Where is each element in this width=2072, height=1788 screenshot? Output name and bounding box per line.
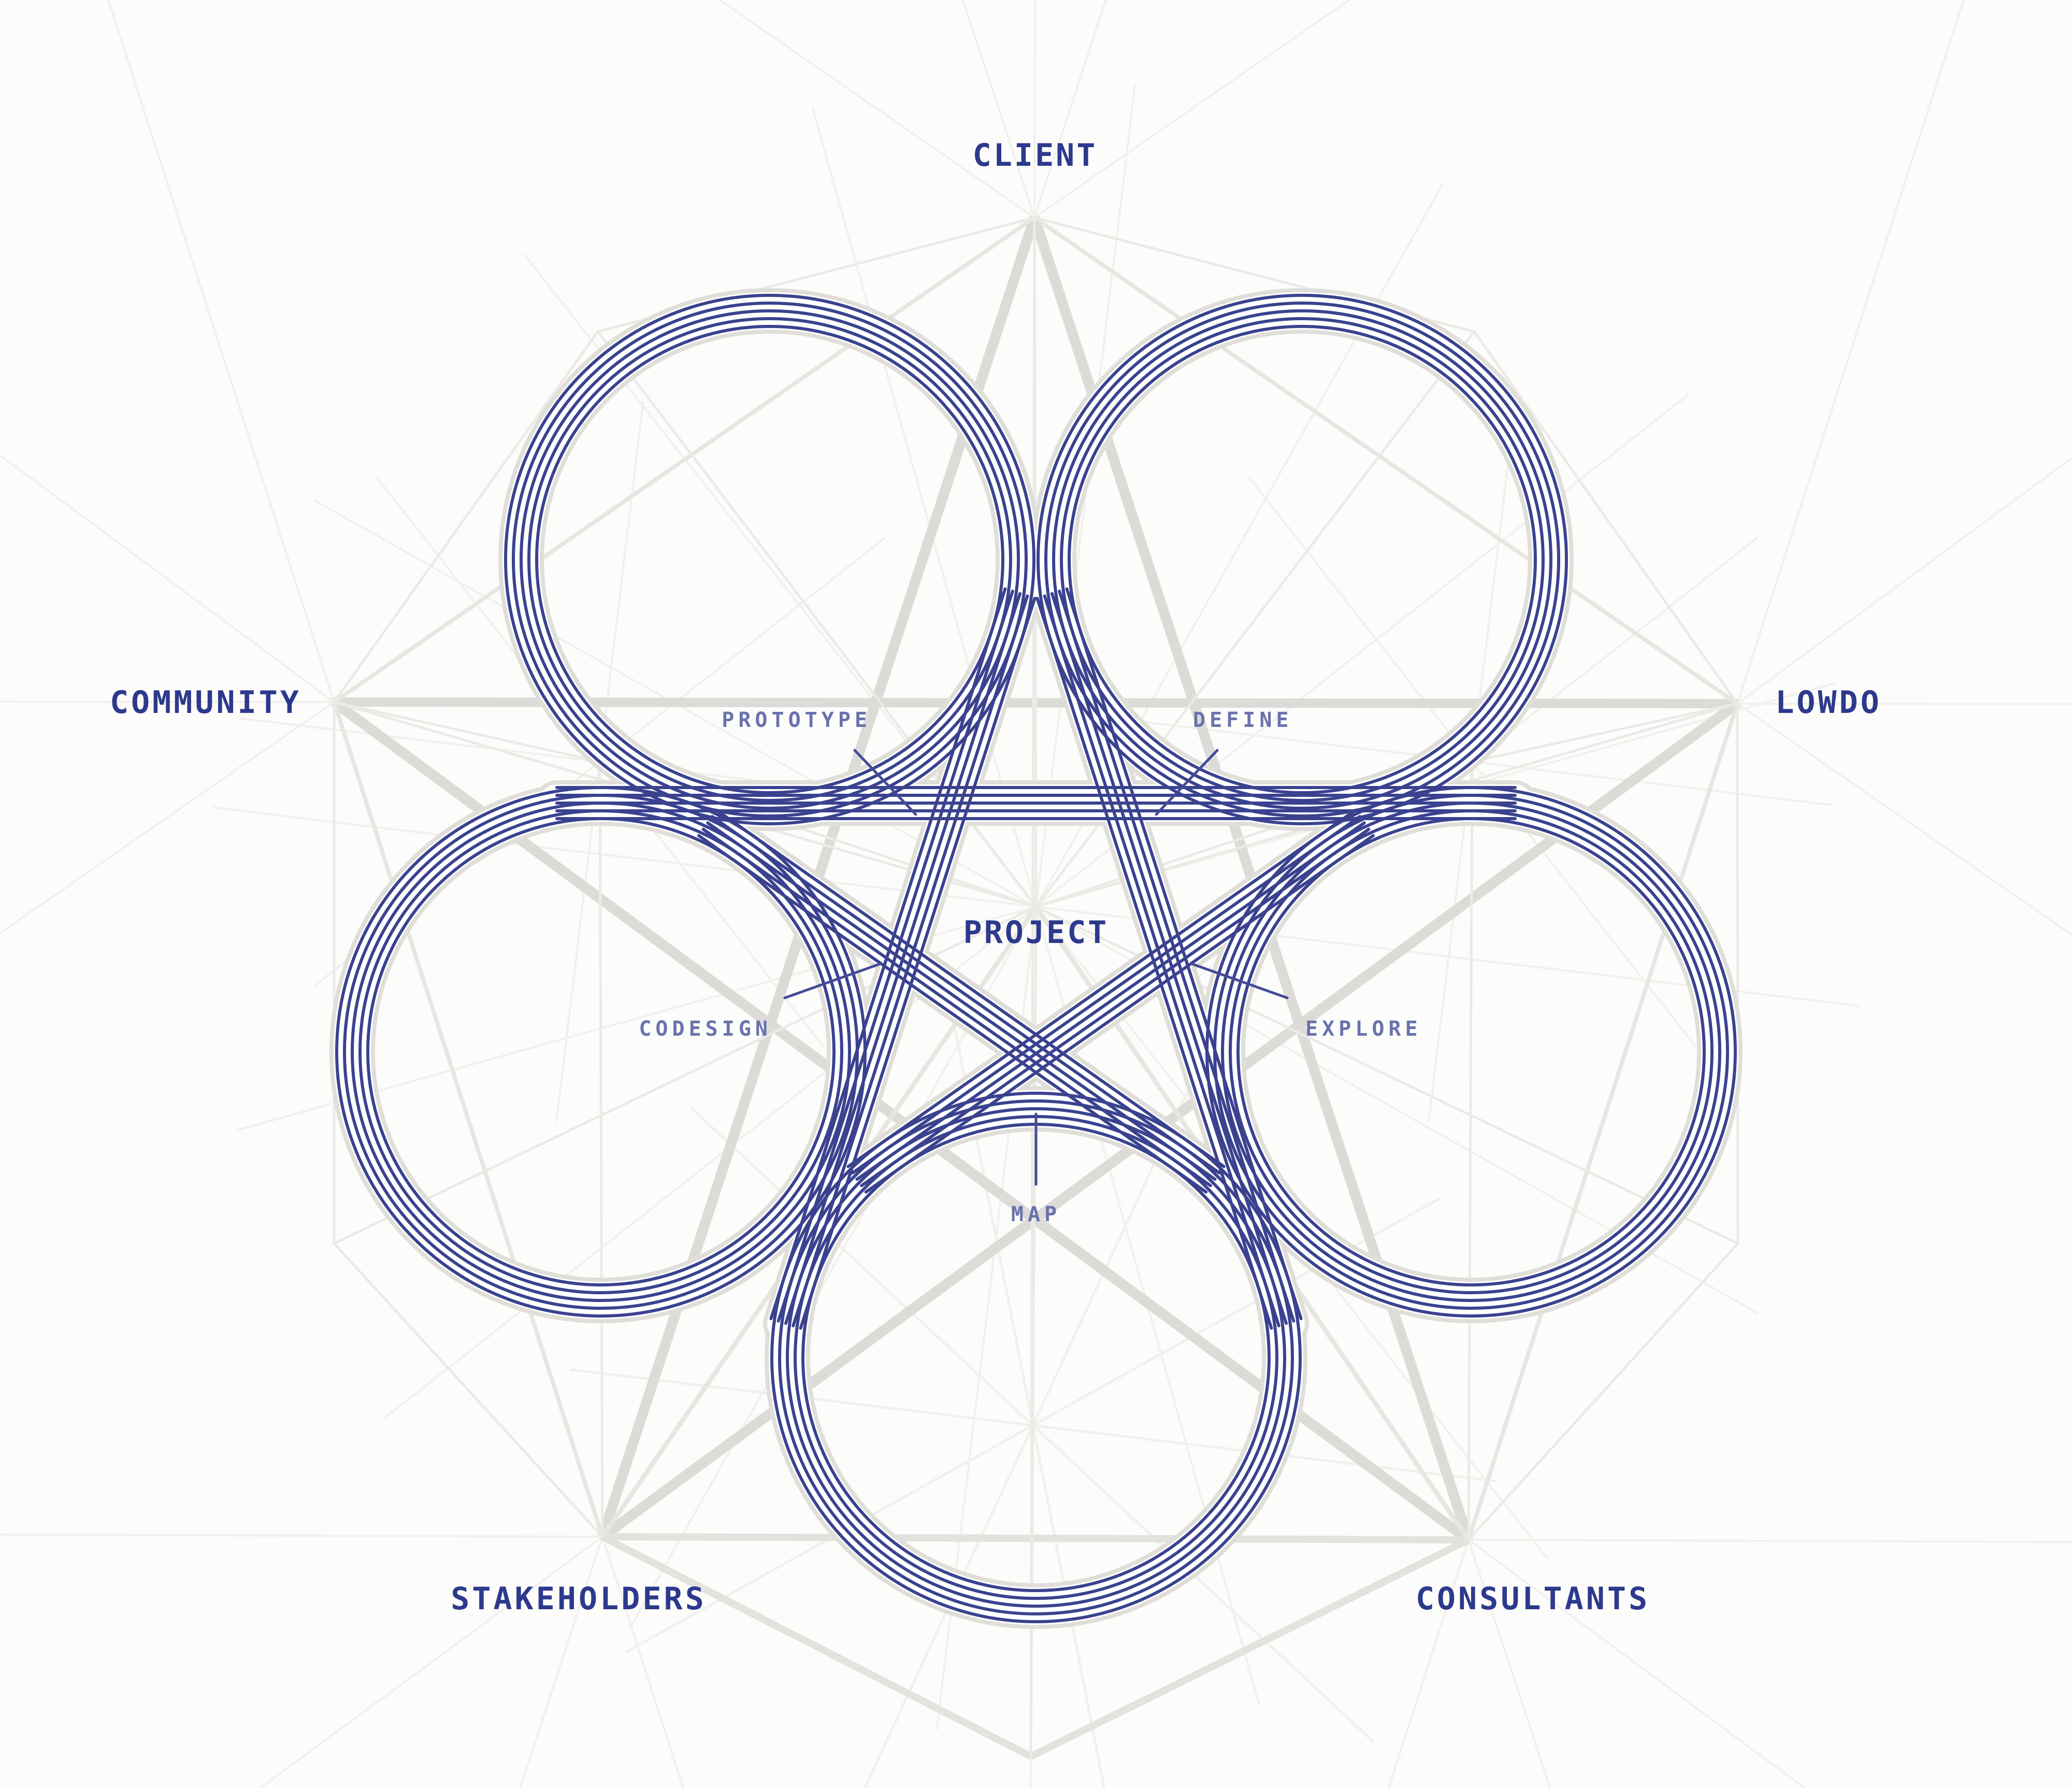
- web-edge-line: [1466, 703, 1739, 1541]
- knot-chord-strand: [710, 815, 1221, 1175]
- phase-label-explore: EXPLORE: [1305, 1017, 1422, 1041]
- labels-layer: CLIENT COMMUNITY LOWDO STAKEHOLDERS CONS…: [110, 137, 1882, 1617]
- pointer-line-prototype: [853, 749, 917, 816]
- web-ray-line: [1472, 761, 1833, 806]
- phase-label-define: DEFINE: [1193, 708, 1293, 732]
- knot-loop-strand: [1060, 317, 1545, 802]
- knot-chord-strand: [846, 808, 1357, 1168]
- knot-chord-strand: [706, 821, 1217, 1181]
- knot-loop-strand: [535, 325, 1004, 794]
- knot-loop-strand: [1044, 302, 1560, 818]
- knot-loop-strand: [527, 317, 1012, 802]
- web-edge-line: [334, 700, 600, 763]
- knot-loop-strand: [520, 309, 1020, 810]
- knot-chord-strand: [864, 834, 1375, 1194]
- knot-chord-strand: [701, 827, 1212, 1188]
- knot-loop-band: [502, 292, 1037, 827]
- web-ray-line: [1247, 476, 1473, 763]
- knot-loop-band: [1035, 292, 1570, 827]
- web-edge-line: [333, 331, 599, 703]
- web-ray-line: [1032, 1424, 1376, 1744]
- knot-chord-strand: [1043, 594, 1280, 1327]
- web-ray-line: [599, 401, 644, 762]
- knot-loop-strand: [1052, 309, 1552, 810]
- web-ray-line: [812, 108, 1037, 907]
- knot-loop-strand: [778, 1099, 1294, 1615]
- web-edge-line: [1736, 703, 1739, 1244]
- knot-chord-strand: [792, 594, 1029, 1327]
- knot-chord-strand: [776, 590, 1014, 1323]
- knot-loop-strand: [504, 294, 1035, 825]
- web-edge-line: [332, 701, 605, 1538]
- knot-loop-strand: [770, 1092, 1302, 1623]
- web-ray-line: [1031, 1425, 1106, 1788]
- web-edge-line: [1467, 761, 1474, 1540]
- web-edge-line: [1472, 702, 1738, 763]
- process-knot: [329, 288, 1743, 1629]
- web-edge-line: [1033, 216, 1739, 706]
- web-edge-line: [1473, 331, 1739, 705]
- knot-loop-strand: [512, 302, 1028, 818]
- knot-chord-strand: [860, 827, 1371, 1188]
- knot-chord-strand: [697, 834, 1208, 1194]
- phase-label-codesign: CODESIGN: [639, 1017, 772, 1041]
- knot-loop-strand: [1068, 325, 1537, 794]
- knot-chord-strand: [784, 592, 1022, 1325]
- pointer-line-codesign: [783, 962, 882, 999]
- knot-chord-strand: [799, 596, 1037, 1330]
- phase-label-prototype: PROTOTYPE: [722, 708, 871, 732]
- pointer-lines: [783, 749, 1289, 1186]
- knot-chord-strand: [1065, 587, 1303, 1321]
- label-project: PROJECT: [963, 914, 1109, 951]
- pointer-line-explore: [1190, 962, 1289, 999]
- web-edge-line: [598, 761, 604, 1537]
- knot-chord-strand: [769, 587, 1007, 1321]
- web-edge-line: [1029, 217, 1036, 1757]
- web-ray-line: [941, 967, 1034, 1426]
- knot-chord-strand: [1058, 590, 1296, 1323]
- knot-loop-strand: [786, 1107, 1286, 1608]
- label-community: COMMUNITY: [110, 684, 301, 721]
- web-edge-line: [333, 216, 1036, 704]
- phase-label-map: MAP: [1011, 1203, 1061, 1226]
- web-ray-line: [1112, 717, 1473, 763]
- web-edge-line: [600, 1533, 1033, 1760]
- label-consultants: CONSULTANTS: [1416, 1581, 1650, 1617]
- web-ray-line: [690, 1107, 1034, 1426]
- pointer-line-define: [1155, 749, 1219, 816]
- label-lowdo: LOWDO: [1775, 684, 1882, 721]
- web-edge-line: [333, 1242, 603, 1538]
- web-edge-line: [1467, 1242, 1739, 1541]
- web-ray-line: [863, 1424, 1034, 1788]
- knot-loop-strand: [1037, 294, 1568, 825]
- web-ray-line: [1471, 537, 1758, 763]
- web-ray-line: [213, 806, 1037, 908]
- web-ray-line: [599, 537, 886, 763]
- knot-chord-strand: [851, 815, 1362, 1175]
- web-edge-line: [1029, 1536, 1471, 1760]
- knot-chord-strand: [1050, 592, 1288, 1325]
- knot-chord-strand: [855, 821, 1366, 1181]
- label-stakeholders: STAKEHOLDERS: [451, 1581, 706, 1617]
- knot-chord-strand: [1035, 596, 1273, 1330]
- label-client: CLIENT: [973, 137, 1098, 174]
- knot-chord-strand: [715, 808, 1226, 1168]
- web-ray-line: [239, 717, 600, 763]
- web-edge-line: [602, 1533, 1469, 1543]
